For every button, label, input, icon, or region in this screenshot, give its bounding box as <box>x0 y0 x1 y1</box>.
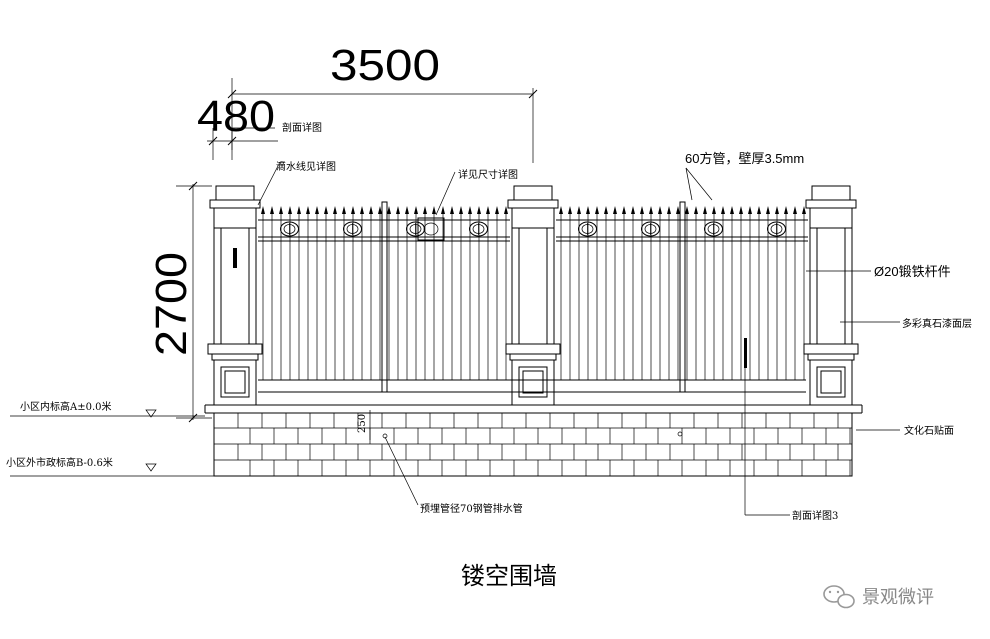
wechat-icon <box>823 585 855 609</box>
watermark-text: 景观微评 <box>862 587 934 608</box>
fence-pillar-left <box>207 185 263 406</box>
dimension-post-width-label: 480 <box>197 92 275 141</box>
leader-lines <box>10 161 900 516</box>
label-pipe-level: 250 <box>357 414 368 433</box>
label-outer-elevation: 小区外市政标高B-0.6米 <box>6 456 113 469</box>
label-culture-stone: 文化石贴面 <box>904 424 954 437</box>
fence-panel-left <box>258 206 510 380</box>
label-inner-elevation: 小区内标高A±0.0米 <box>20 400 112 413</box>
label-wrought-iron: Ø20锻铁杆件 <box>874 264 951 279</box>
label-drip-line-detail: 滴水线见详图 <box>276 160 336 173</box>
label-dimension-detail: 详见尺寸详图 <box>458 168 518 181</box>
fence-foundation <box>204 404 863 477</box>
dimension-span-label: 3500 <box>330 41 440 90</box>
dimension-height-label: 2700 <box>147 252 196 356</box>
fence-pillar-right <box>803 185 859 406</box>
label-square-tube: 60方管，壁厚3.5mm <box>685 151 804 166</box>
drawing-title: 镂空围墙 <box>461 562 557 590</box>
fence-panel-right <box>556 206 808 380</box>
label-section-detail-3: 剖面详图3 <box>792 509 838 522</box>
fence-panels <box>258 201 808 393</box>
fence-pillars <box>207 185 859 406</box>
dimension-lines <box>176 78 538 423</box>
fence-pillar-middle <box>505 185 561 406</box>
label-real-stone-paint: 多彩真石漆面层 <box>902 317 972 330</box>
bottom-rail <box>258 379 806 393</box>
label-drain-pipe: 预埋管径70钢管排水管 <box>420 502 523 515</box>
label-section-detail: 剖面详图 <box>282 121 322 134</box>
